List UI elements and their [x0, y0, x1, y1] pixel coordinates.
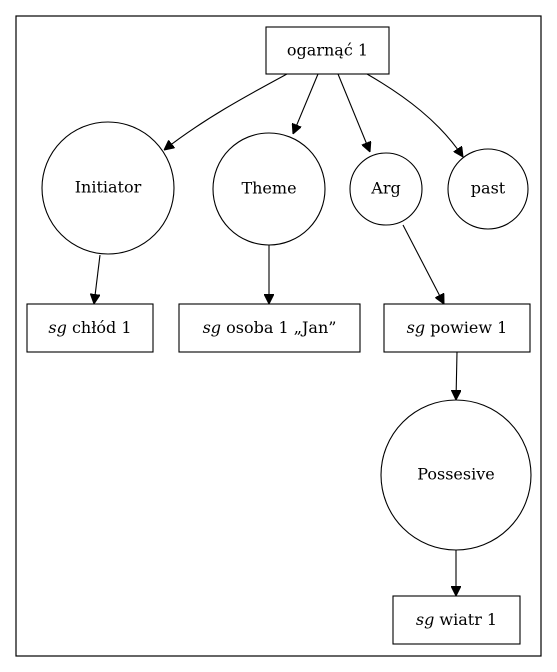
node-arg-label: Arg: [370, 179, 400, 198]
node-possesive-label: Possesive: [417, 465, 494, 484]
edge-arg-powiew: [402, 224, 444, 304]
node-osoba-text: sg osoba 1 „Jan”: [203, 318, 337, 337]
node-osoba-label: osoba 1 „Jan”: [221, 318, 336, 337]
node-osoba: sg osoba 1 „Jan”: [178, 303, 361, 353]
node-theme-label: Theme: [241, 179, 296, 198]
node-root: ogarnąć 1: [265, 26, 390, 75]
node-past-label: past: [471, 179, 506, 198]
node-chlod: sg chłód 1: [26, 303, 154, 353]
node-initiator-label: Initiator: [75, 178, 142, 197]
node-wiatr-prefix: sg: [416, 610, 434, 629]
edge-root-arg: [337, 73, 370, 152]
edge-initiator-chlod: [94, 254, 101, 304]
edge-root-initiator: [164, 73, 288, 150]
node-chlod-text: sg chłód 1: [48, 318, 131, 337]
node-chlod-label: chłód 1: [67, 318, 132, 337]
edge-powiew-possesive: [456, 351, 457, 400]
node-powiew: sg powiew 1: [383, 303, 531, 353]
diagram-frame: [15, 15, 542, 657]
node-past: past: [447, 148, 529, 230]
node-wiatr: sg wiatr 1: [392, 595, 521, 645]
node-powiew-label: powiew 1: [425, 318, 507, 337]
node-initiator: Initiator: [41, 121, 175, 255]
node-chlod-prefix: sg: [48, 318, 66, 337]
node-root-label: ogarnąć 1: [287, 41, 368, 60]
node-wiatr-label: wiatr 1: [434, 610, 497, 629]
node-arg: Arg: [349, 152, 423, 226]
node-theme: Theme: [212, 132, 326, 246]
edge-root-past: [366, 73, 463, 157]
edge-root-theme: [293, 73, 319, 134]
node-powiew-text: sg powiew 1: [407, 318, 508, 337]
node-possesive: Possesive: [380, 399, 532, 551]
node-osoba-prefix: sg: [203, 318, 221, 337]
node-powiew-prefix: sg: [407, 318, 425, 337]
node-wiatr-text: sg wiatr 1: [416, 610, 497, 629]
